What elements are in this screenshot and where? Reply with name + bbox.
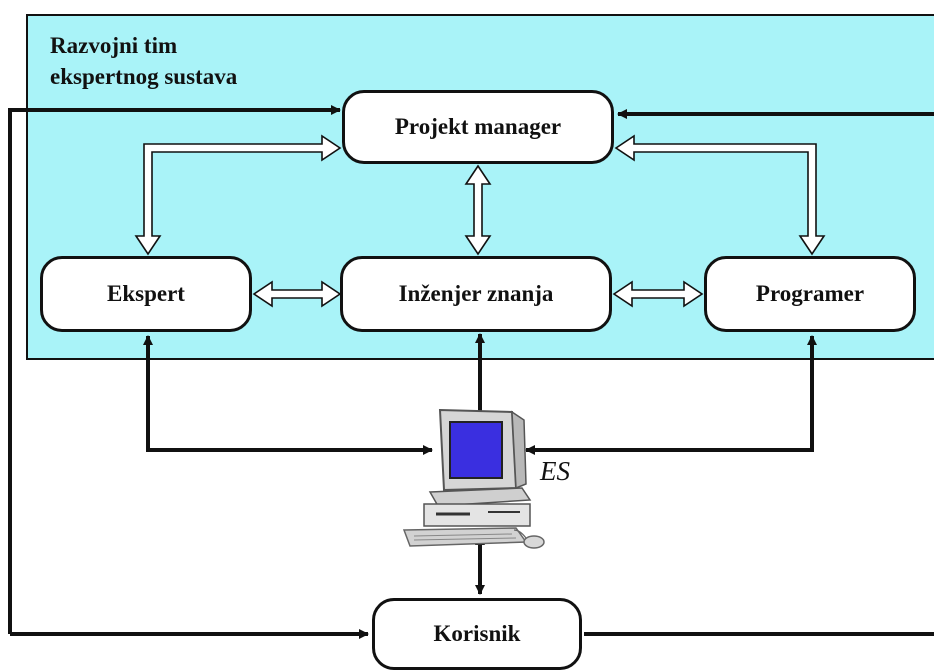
line-outer-left (8, 105, 341, 634)
es-label: ES (540, 456, 570, 486)
arrow-pm-ekspert (134, 134, 342, 256)
arrow-pm-programer (614, 134, 826, 256)
black-lines (8, 105, 934, 639)
line-ekspert-es (146, 338, 433, 455)
team-title: Razvojni tim ekspertnog sustava (50, 33, 238, 89)
line-programer-es (525, 338, 814, 455)
arrow-ekspert-inzenjer (252, 280, 342, 308)
arrow-inzenjer-programer (612, 280, 704, 308)
node-inzenjer-znanja: Inženjer znanja (340, 256, 612, 332)
hollow-arrows (134, 134, 826, 308)
node-programer: Programer (704, 256, 916, 332)
node-projekt-manager: Projekt manager (342, 90, 614, 164)
node-ekspert: Ekspert (40, 256, 252, 332)
computer-icon (402, 408, 545, 549)
node-korisnik: Korisnik (372, 598, 582, 670)
arrow-pm-inzenjer (464, 164, 492, 256)
